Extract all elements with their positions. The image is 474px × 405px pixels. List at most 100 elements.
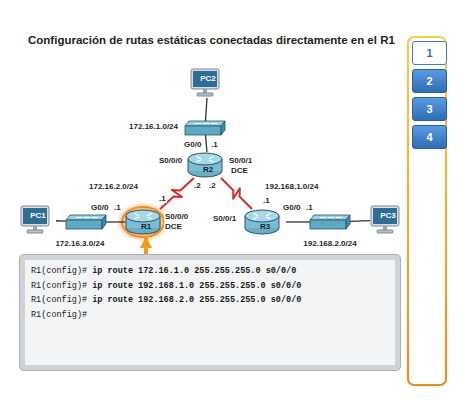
interface-label: DCE [230,166,249,175]
network-label: 172.16.2.0/24 [88,182,139,191]
network-label: 192.168.1.0/24 [264,182,319,191]
pc-device: PC1 [20,205,56,235]
switch-front [66,220,102,229]
monitor-neck [383,226,387,230]
cli-command: ip route 172.16.1.0 255.255.255.0 s0/0/0 [92,266,296,276]
interface-label: S0/0/1 [212,214,237,223]
ethernet-link [286,221,310,222]
console-line: R1(config)#ip route 192.168.1.0 255.255.… [31,279,389,294]
console-panel: R1(config)# ip route 172.16.1.0 255.255.2… [20,255,400,370]
pc-icon [20,205,56,235]
interface-label: G0/0 [183,140,202,149]
interface-label: S0/0/1 [228,156,253,165]
monitor-base [197,93,213,96]
monitor-base [377,230,393,233]
interface-label: G0/0 [282,203,301,212]
router-arrow [253,217,258,219]
pc-device: PC3 [370,205,406,235]
host-address: .2 [208,181,217,190]
switch-top [310,215,350,220]
router-arrow [209,160,214,162]
interface-label: G0/0 [90,203,109,212]
cli-prompt: R1(config)# [31,266,87,276]
device-name: PC2 [190,74,226,83]
interface-label: DCE [164,222,183,231]
router-arrow [209,156,214,159]
switch-device: 192.168.2.0/24 [310,215,350,229]
switch-front [310,220,346,229]
ethernet-link [56,220,66,222]
network-label: 172.16.3.0/24 [54,239,105,248]
router-arrow [253,213,258,216]
pc-icon [370,205,406,235]
pc-device: PC2 [190,68,226,98]
network-label: 172.16.1.0/24 [128,122,179,131]
step-tab: 2 [412,69,447,93]
switch-arrow [211,123,217,124]
router-top [188,153,222,165]
interface-label: S0/0/0 [164,212,189,221]
monitor-neck [203,89,207,93]
device-name: R2 [187,165,229,174]
switch-arrow [203,123,209,124]
sw-icon [185,121,225,135]
switch-side [346,215,350,229]
tab-number: 3 [413,103,446,115]
device-name: PC1 [20,211,56,220]
switch-arrow [328,217,334,218]
router-arrow [147,217,152,219]
console-line: R1(config)# ip route 192.168.2.0 255.255.… [31,293,389,308]
tab-number: 4 [413,131,446,143]
router-device: R3 [244,209,286,235]
ethernet-link [106,221,125,222]
router-arrow [134,217,139,219]
switch-arrow [92,217,98,218]
switch-front [185,126,221,135]
router-arrow [147,213,152,216]
host-address: .1 [113,203,122,212]
console-line: R1(config)# ip route 172.16.1.0 255.255.2… [31,264,389,279]
switch-arrow [76,217,82,218]
switch-side [102,215,106,229]
router-device: R1 [125,209,167,235]
interface-label: S0/0/0 [158,156,183,165]
switch-arrow [320,217,326,218]
ethernet-link [206,135,207,152]
pointer-arrow [144,237,148,255]
router-arrow [134,213,139,216]
switch-arrow [84,217,90,218]
monitor-neck [33,226,37,230]
step-tab: 1 [412,41,447,65]
tab-number: 2 [413,75,446,87]
router-arrow [266,217,271,219]
router-top [245,210,279,222]
host-address: .1 [158,194,167,203]
device-name: PC3 [370,211,406,220]
pc-icon [190,68,226,98]
ethernet-link [205,98,207,121]
cli-prompt: R1(config)# [31,295,87,305]
switch-top [185,121,225,126]
switch-arrow [195,123,201,124]
switch-top [66,215,106,220]
router-arrow [196,156,201,159]
host-address: .1 [262,196,271,205]
cli-command: ip route 192.168.2.0 255.255.255.0 s0/0/… [92,295,301,305]
host-address: .1 [210,140,219,149]
monitor-base [27,230,43,233]
sw-icon [310,215,350,229]
router-arrow [196,160,201,162]
cli-prompt: R1(config)# [31,281,87,291]
host-address: .2 [193,181,202,190]
console-text: R1(config)# ip route 172.16.1.0 255.255.2… [25,260,395,326]
switch-device: 172.16.3.0/24 [66,215,106,229]
console-line: R1(config)# [31,308,389,323]
tab-sidebar [408,37,446,385]
tab-number: 1 [413,47,446,59]
switch-device: 172.16.1.0/24 [185,121,225,135]
router-top [126,210,160,222]
switch-side [221,121,225,135]
ethernet-link [350,220,370,222]
serial-link [221,178,252,209]
diagram-title: Configuración de rutas estáticas conecta… [28,33,395,47]
